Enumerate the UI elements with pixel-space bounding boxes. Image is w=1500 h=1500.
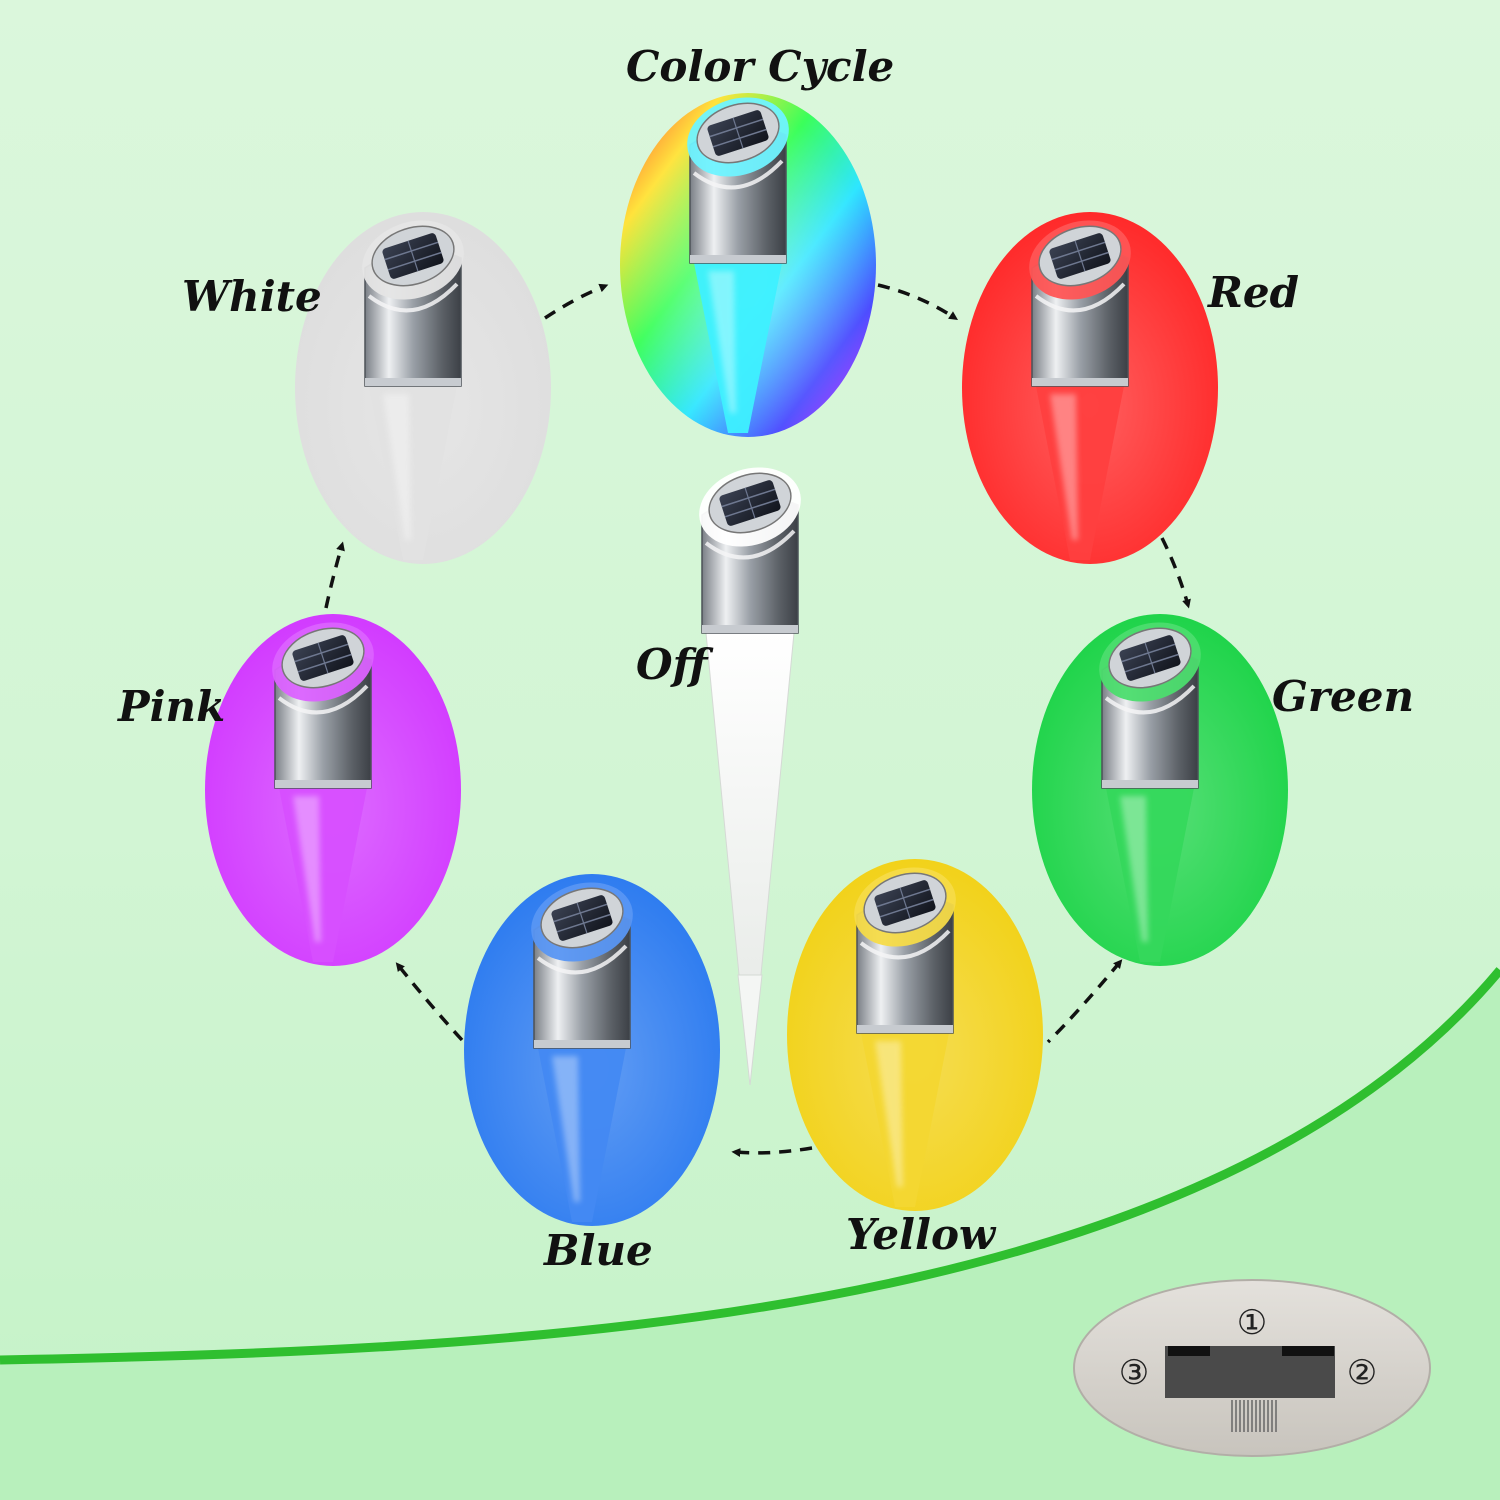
stake-spike [737,974,763,1086]
stake-highlight [875,1041,903,1187]
lamp-red [962,212,1218,564]
lamp-base-ring [365,378,461,386]
solar-panel-icon [540,887,624,949]
stake-highlight [383,394,411,540]
cap-swoosh [859,929,951,960]
stake-highlight [293,796,321,942]
arrow-white-to-colorcycle [544,283,609,320]
arrow-blue-to-pink [395,962,464,1042]
green-accent-line [0,967,1500,1365]
arrow-green-to-yellow [1046,959,1123,1044]
lamp-white [295,212,551,564]
cycle-arrows [324,283,1191,1157]
light-stake-off [705,632,795,986]
arrow-red-to-green [1160,537,1191,609]
lamp-base-ring [1102,780,1198,788]
cap-swoosh [536,944,628,975]
cap-swoosh [692,159,784,190]
cap-swoosh [704,529,796,560]
lamp-yellow [787,859,1043,1211]
switch-position-2: ② [1347,1353,1377,1393]
switch-position-1: ① [1237,1303,1267,1343]
lamp-base-ring [690,255,786,263]
lamp-off [699,467,801,1086]
lamp-base-ring [1032,378,1128,386]
solar-panel-icon [708,472,792,534]
switch-position-3: ③ [1119,1353,1149,1393]
slide-switch-diagram: ① ② ③ [1073,1279,1431,1457]
label-white: White [182,272,322,321]
label-color-cycle: Color Cycle [626,42,895,91]
switch-contacts [1231,1400,1277,1432]
arrow-colorcycle-to-red [877,283,959,320]
solar-panel-icon [1038,225,1122,287]
solar-panel-icon [1108,627,1192,689]
arrow-yellow-to-blue [731,1146,813,1157]
lamp-blue [464,874,720,1226]
label-pink: Pink [118,682,226,731]
lamp-green [1032,614,1288,966]
cap-swoosh [277,684,369,715]
label-green: Green [1272,672,1414,721]
solar-panel-icon [863,872,947,934]
stake-highlight [552,1056,580,1202]
lamp-color-cycle [620,93,876,437]
label-yellow: Yellow [846,1210,996,1259]
cap-swoosh [1104,684,1196,715]
lamp-base-ring [534,1040,630,1048]
stake-highlight [708,271,736,413]
arrow-pink-to-white [324,541,345,609]
label-blue: Blue [544,1226,653,1275]
lamp-base-ring [275,780,371,788]
label-red: Red [1208,268,1299,317]
switch-track-top [1168,1346,1210,1356]
cap-swoosh [367,282,459,313]
label-off: Off [636,640,708,689]
solar-panel-icon [281,627,365,689]
stake-highlight [1050,394,1078,540]
cap-swoosh [1034,282,1126,313]
stake-highlight [1120,796,1148,942]
switch-track-top-right [1282,1346,1334,1356]
lamp-pink [205,614,461,966]
solar-panel-icon [696,102,780,164]
lamp-base-ring [702,625,798,633]
solar-panel-icon [371,225,455,287]
lamp-base-ring [857,1025,953,1033]
